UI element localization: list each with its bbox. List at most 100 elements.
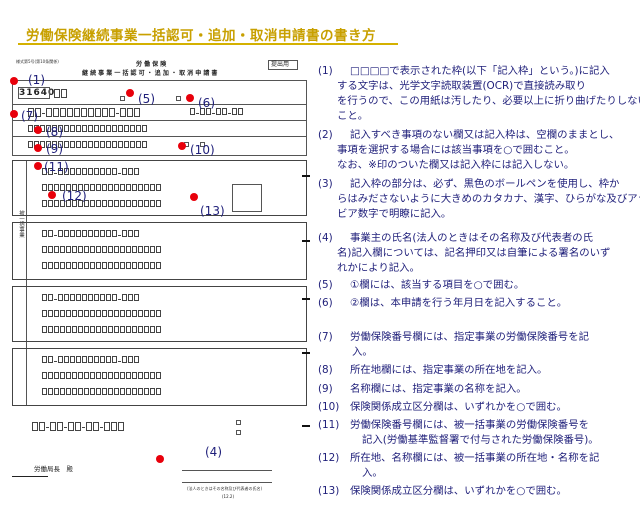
- note-6: (6) ②欄は、本申請を行う年月日を記入すること。: [318, 296, 567, 311]
- note-line: れかにより記入。: [337, 262, 420, 274]
- note-4: (4) 事業主の氏名(法人のときはその名称及び代表者の氏 名)記入欄については、…: [318, 231, 610, 276]
- type-cells: [54, 89, 67, 98]
- callout-dot: [178, 142, 186, 150]
- callout-label: (4): [205, 445, 222, 459]
- submit-box: [268, 60, 298, 70]
- note-11: (11) 労働保険番号欄には、被一括事業の労働保険番号を 記入(労働基準監督署で…: [318, 418, 599, 448]
- note-line: 記入枠の部分は、必ず、黒色のボールペンを使用し、枠か: [350, 178, 620, 190]
- note-line: 入。: [362, 467, 383, 479]
- note-line: 労働保険番号欄には、被一括事業の労働保険番号を: [350, 419, 589, 431]
- date-cells: [190, 108, 243, 115]
- note-7: (7) 労働保険番号欄には、指定事業の労働保険番号を記 入。: [318, 330, 589, 360]
- callout-dot: [10, 110, 18, 118]
- note-9: (9) 名称欄には、指定事業の名称を記入。: [318, 382, 527, 397]
- form-header-line2: 継 続 事 業 一 括 認 可 ・ 追 加 ・ 取 消 申 請 書: [82, 70, 218, 77]
- note-line: なお、※印のついた欄又は記入枠には記入しない。: [337, 159, 575, 171]
- bottom-number-cells: [32, 422, 124, 431]
- note-line: を行うので、この用紙は汚したり、必要以上に折り曲げたりしない: [337, 95, 640, 107]
- name-cells: [28, 141, 147, 148]
- marker: [302, 175, 310, 177]
- note-line: 記入(労働基準監督署で付与された労働保険番号)。: [362, 434, 599, 446]
- id-code: 31640: [19, 88, 56, 98]
- note-number: (5): [318, 279, 333, 291]
- form-section-3: [12, 286, 307, 342]
- callout-label: (13): [200, 204, 225, 218]
- note-line: 事項を選択する場合には該当事項を○で囲むこと。: [337, 144, 575, 156]
- marker: [302, 352, 310, 354]
- callout-dot: [10, 77, 18, 85]
- sidebar-vertical-text: 被一括事業: [18, 210, 24, 238]
- callout-label: (7): [21, 109, 38, 123]
- addressee: 労働局長 殿: [34, 465, 73, 473]
- callout-dot: [190, 193, 198, 201]
- note-line: 記入すべき事項のない欄又は記入枠は、空欄のままとし、: [350, 129, 620, 141]
- id-code-box: [18, 87, 50, 99]
- note-number: (7): [318, 331, 333, 343]
- title-underline: [18, 43, 398, 45]
- note-line: 名)記入欄については、記名押印又は自筆による署名のいず: [337, 247, 611, 259]
- note-line: 事業主の氏名(法人のときはその名称及び代表者の氏: [350, 232, 594, 244]
- callout-dot: [186, 94, 194, 102]
- marker: [302, 425, 310, 427]
- insurance-number-cells: [28, 108, 140, 117]
- note-number: (1): [318, 65, 333, 77]
- form-footer-note: (12.2): [222, 494, 235, 499]
- callout-dot: [156, 455, 164, 463]
- note-number: (8): [318, 364, 333, 376]
- callout-label: (9): [46, 142, 63, 156]
- form-section-4: [12, 348, 307, 406]
- callout-dot: [34, 126, 42, 134]
- note-10: (10) 保険関係成立区分欄は、いずれかを○で囲む。: [318, 400, 567, 415]
- callout-label: (6): [198, 96, 215, 110]
- note-line: 保険関係成立区分欄は、いずれかを○で囲む。: [350, 485, 567, 497]
- note-number: (11): [318, 419, 340, 431]
- note-12: (12) 所在地、名称欄には、被一括事業の所在地・名称を記 入。: [318, 451, 599, 481]
- note-number: (4): [318, 232, 333, 244]
- note-13: (13) 保険関係成立区分欄は、いずれかを○で囲む。: [318, 484, 567, 499]
- callout-label: (5): [138, 92, 155, 106]
- form-section-2: [12, 222, 307, 280]
- marker: [302, 240, 310, 242]
- submit-label: 提出用: [271, 61, 290, 68]
- note-line: 入。: [352, 346, 373, 358]
- note-number: (6): [318, 297, 333, 309]
- callout-label: (8): [46, 125, 63, 139]
- note-line: ①欄には、該当する項目を○で囲む。: [350, 279, 525, 291]
- note-line: 所在地欄には、指定事業の所在地を記入。: [350, 364, 548, 376]
- note-line: こと。: [337, 110, 369, 122]
- note-line: 名称欄には、指定事業の名称を記入。: [350, 383, 527, 395]
- note-line: らはみださないように大きめのカタカナ、漢字、ひらがな及びアラ: [337, 193, 640, 205]
- note-number: (12): [318, 452, 340, 464]
- callout-dot: [34, 144, 42, 152]
- note-number: (2): [318, 129, 333, 141]
- form-footer-caption: (法人のときはその名称及び代表者の氏名): [187, 486, 263, 491]
- form-header-line1: 労 働 保 険: [136, 61, 167, 68]
- marker: [302, 298, 310, 300]
- callout-label: (11): [44, 160, 69, 174]
- note-line: 労働保険番号欄には、指定事業の労働保険番号を記: [350, 331, 589, 343]
- upper-section: [12, 80, 307, 156]
- application-form: 様式第5号(第10条関係) 労 働 保 険 継 続 事 業 一 括 認 可 ・ …: [10, 59, 307, 508]
- note-number: (13): [318, 485, 340, 497]
- note-number: (10): [318, 401, 340, 413]
- note-line: ビア数字で明瞭に記入。: [337, 208, 452, 220]
- callout-dot: [48, 191, 56, 199]
- note-2: (2) 記入すべき事項のない欄又は記入枠は、空欄のままとし、 事項を選択する場合…: [318, 128, 619, 173]
- callout-dot: [126, 89, 134, 97]
- note-3: (3) 記入枠の部分は、必ず、黒色のボールペンを使用し、枠か らはみださないよう…: [318, 177, 640, 222]
- callout-label: (1): [28, 73, 45, 87]
- note-1: (1) □□□□で表示された枠(以下「記入枠」という。)に記入 する文字は、光学…: [318, 64, 640, 124]
- form-number: 様式第5号(第10条関係): [16, 59, 59, 64]
- note-5: (5) ①欄には、該当する項目を○で囲む。: [318, 278, 524, 293]
- note-line: □□□□で表示された枠(以下「記入枠」という。)に記入: [350, 65, 610, 77]
- callout-label: (12): [62, 189, 87, 203]
- note-number: (3): [318, 178, 333, 190]
- note-line: ②欄は、本申請を行う年月日を記入すること。: [350, 297, 568, 309]
- note-line: 所在地、名称欄には、被一括事業の所在地・名称を記: [350, 452, 600, 464]
- page-title: 労働保険継続事業一括認可・追加・取消申請書の書き方: [26, 28, 376, 44]
- note-number: (9): [318, 383, 333, 395]
- note-line: する文字は、光学文字読取装置(OCR)で直接読み取り: [337, 80, 586, 92]
- form-section-1: [12, 160, 307, 216]
- note-line: 保険関係成立区分欄は、いずれかを○で囲む。: [350, 401, 567, 413]
- callout-label: (10): [190, 143, 215, 157]
